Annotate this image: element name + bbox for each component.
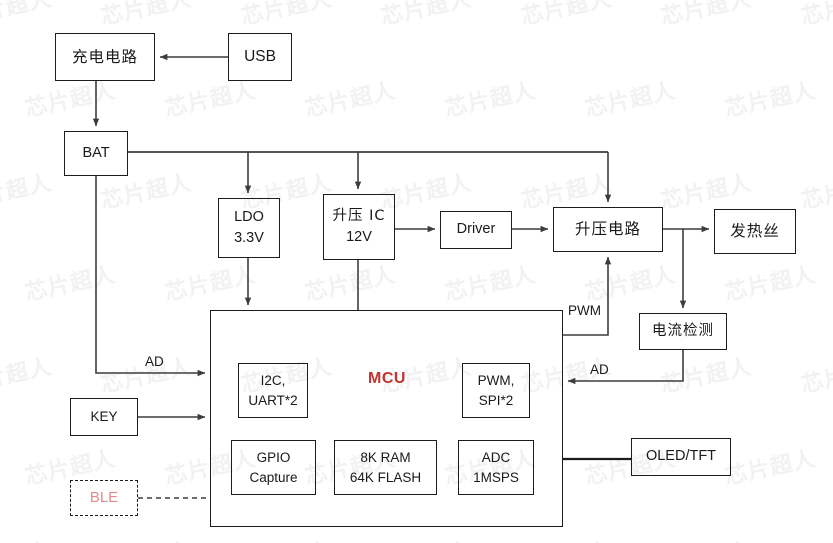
block-gpio-capture[interactable]: GPIO Capture [231,440,316,495]
block-boost-ic[interactable]: 升压 IC 12V [323,194,395,260]
block-oled-tft-label: OLED/TFT [645,448,717,465]
block-i2c-uart-line2: UART*2 [248,392,298,408]
block-pwm-spi[interactable]: PWM, SPI*2 [462,363,530,418]
block-ldo-line2: 3.3V [234,230,264,246]
block-pwm-spi-line2: SPI*2 [478,392,514,408]
block-heating-wire-label: 发热丝 [730,222,780,241]
block-gpio-capture-line1: GPIO [256,449,291,465]
block-memory-line2: 64K FLASH [349,469,422,485]
block-driver[interactable]: Driver [440,211,512,249]
block-boost-ic-line2: 12V [346,229,372,245]
block-ldo[interactable]: LDO 3.3V [218,198,280,258]
block-bat-label: BAT [82,144,110,161]
block-bat[interactable]: BAT [64,131,128,176]
block-heating-wire[interactable]: 发热丝 [714,209,796,254]
edge-bat-to-mcu [95,176,206,377]
edge-label-pwm: PWM [568,303,601,318]
edge-mcu-to-boostckt-pwm [563,256,612,336]
block-ble[interactable]: BLE [70,480,138,516]
block-boost-ic-line1: 升压 IC [332,207,386,224]
block-driver-label: Driver [456,221,496,238]
block-gpio-capture-line2: Capture [249,469,298,485]
block-ble-label: BLE [89,489,119,507]
block-key-label: KEY [90,409,118,425]
block-memory-line1: 8K RAM [360,449,411,465]
block-adc[interactable]: ADC 1MSPS [458,440,534,495]
block-adc-line1: ADC [481,449,511,465]
block-pwm-spi-line1: PWM, [477,372,515,388]
block-charging-circuit-label: 充电电路 [71,47,138,66]
block-charging-circuit[interactable]: 充电电路 [55,33,155,81]
block-current-sense[interactable]: 电流检测 [639,313,727,350]
block-i2c-uart[interactable]: I2C, UART*2 [238,363,308,418]
block-usb-label: USB [244,47,276,65]
edge-label-ad-left: AD [145,354,164,369]
block-current-sense-label: 电流检测 [652,322,714,339]
block-boost-circuit[interactable]: 升压电路 [553,207,663,252]
block-adc-line2: 1MSPS [473,469,519,485]
mcu-container[interactable] [210,310,563,527]
block-boost-circuit-label: 升压电路 [574,220,641,239]
block-ldo-line1: LDO [234,208,264,225]
edge-current-to-mcu [567,350,684,385]
block-key[interactable]: KEY [70,398,138,436]
mcu-label: MCU [368,370,406,387]
edge-label-ad-right: AD [590,362,609,377]
block-i2c-uart-line1: I2C, [260,372,286,388]
block-memory[interactable]: 8K RAM 64K FLASH [334,440,437,495]
block-oled-tft[interactable]: OLED/TFT [631,438,731,476]
block-usb[interactable]: USB [228,33,292,81]
